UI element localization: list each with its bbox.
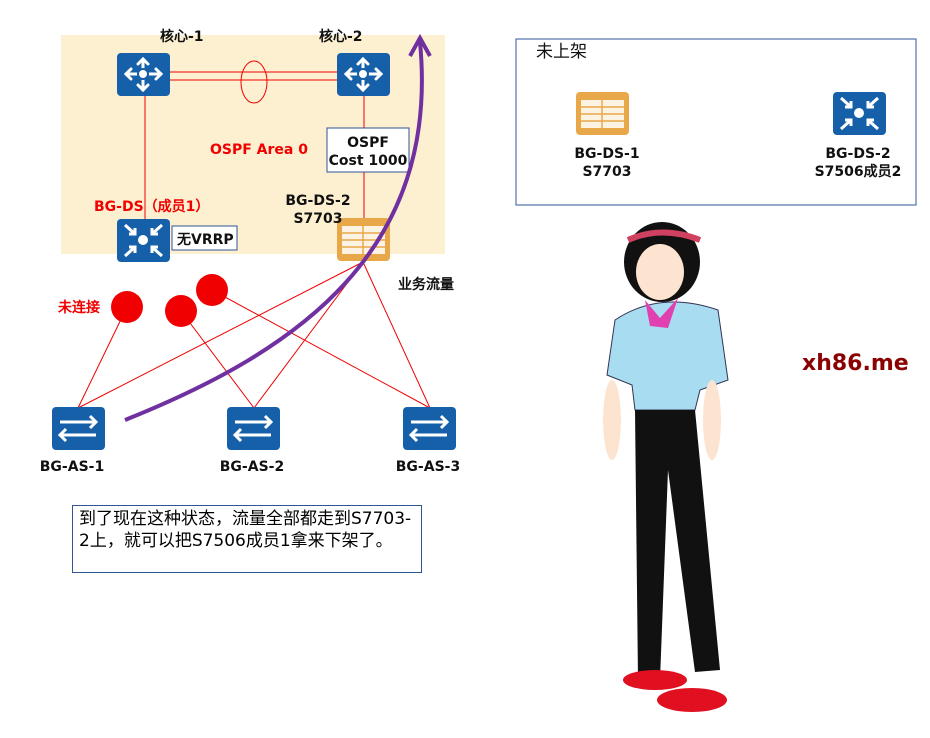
bg-ds2-chassis-icon[interactable] (336, 217, 391, 262)
offline-dev1-label-1: BG-DS-1 (574, 146, 639, 162)
offline-ds2-switch-icon[interactable] (831, 90, 888, 137)
as1-switch-icon[interactable] (50, 405, 107, 452)
ospf-cost-line1: OSPF (347, 135, 389, 151)
explanation-note: 到了现在这种状态，流量全部都走到S7703-2上，就可以把S7506成员1拿来下… (72, 505, 422, 573)
eth-trunk-ellipse (240, 60, 268, 104)
as1-label: BG-AS-1 (40, 459, 104, 475)
offline-title: 未上架 (536, 42, 587, 62)
core1-label: 核心-1 (160, 28, 204, 45)
links (77, 71, 431, 409)
offline-dev2-label-2: S7506成员2 (815, 163, 902, 180)
no-vrrp-label: 无VRRP (176, 232, 234, 248)
ospf-area-label: OSPF Area 0 (210, 142, 308, 158)
watermark-text: xh86.me (802, 351, 909, 376)
no-vrrp-box (171, 225, 238, 251)
disconnect-dot (111, 291, 143, 323)
as3-switch-icon[interactable] (401, 405, 458, 452)
ospf-cost-line2: Cost 1000 (329, 153, 408, 169)
not-connected-label: 未连接 (58, 299, 100, 316)
as3-label: BG-AS-3 (396, 459, 460, 475)
core1-router-icon[interactable] (115, 51, 172, 98)
core2-router-icon[interactable] (335, 51, 392, 98)
anime-character-illustration (603, 222, 729, 712)
arrow-head-icon (408, 33, 432, 57)
offline-dev1-label-2: S7703 (582, 164, 631, 180)
bg-ds-switch-icon[interactable] (115, 217, 172, 264)
as2-switch-icon[interactable] (225, 405, 282, 452)
disconnect-dot (165, 295, 197, 327)
bg-ds2-label-2: S7703 (293, 211, 342, 227)
bg-ds-member1-label: BG-DS（成员1） (94, 198, 209, 215)
offline-dev2-label-1: BG-DS-2 (825, 146, 890, 162)
traffic-arrow (124, 41, 424, 422)
traffic-label: 业务流量 (398, 276, 454, 293)
ospf-cost-box (326, 127, 410, 173)
offline-ds1-chassis-icon[interactable] (575, 91, 630, 136)
disconnect-dot (196, 274, 228, 306)
as2-label: BG-AS-2 (220, 459, 284, 475)
core2-label: 核心-2 (319, 28, 363, 45)
bg-ds2-label-1: BG-DS-2 (285, 193, 350, 209)
